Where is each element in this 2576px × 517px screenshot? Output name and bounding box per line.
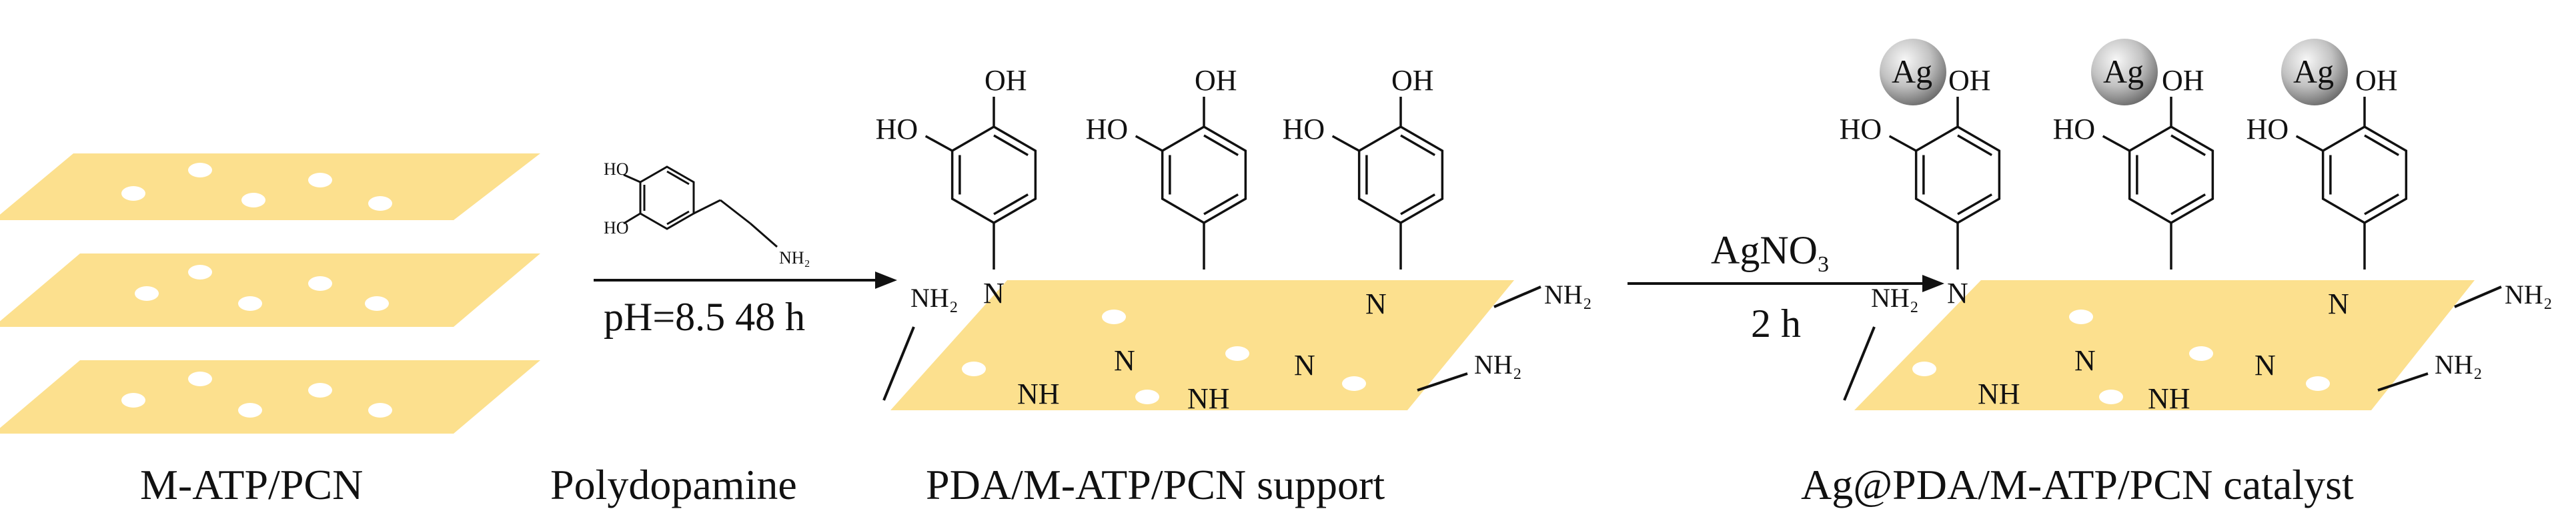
pda-catechol-ring-1 (1888, 97, 2001, 270)
nh2-group-label: NH₂ (910, 283, 958, 313)
ag-nanoparticle-1: Ag (1880, 39, 1946, 105)
dopamine-oh-top-label: HO (604, 159, 629, 179)
oh-group-label: OH (985, 64, 1027, 97)
oh-group-label: OH (1391, 64, 1434, 97)
ho-group-label: HO (2246, 113, 2289, 145)
ho-group-label: HO (1283, 113, 1325, 145)
sheet-nh-label: NH (1978, 378, 2020, 410)
sheet-nh-label: NH (1017, 378, 1060, 410)
dopamine-structure (623, 165, 778, 248)
ho-group-label: HO (876, 113, 918, 145)
ho-group-label: HO (1086, 113, 1129, 145)
pda-catechol-ring-3 (2295, 97, 2408, 270)
oh-group-label: OH (2355, 64, 2398, 97)
pda-catechol-ring-2 (1135, 97, 1247, 270)
ho-group-label: HO (1840, 113, 1882, 145)
nh2-group-label: NH₂ (1474, 350, 1522, 380)
matp-pcn-stack (0, 153, 540, 434)
amine-bonds (882, 286, 1541, 401)
ag-label: Ag (1892, 53, 1932, 90)
pda-catechol-ring-2 (2102, 97, 2214, 270)
step1-condition: pH=8.5 48 h (604, 295, 805, 339)
pda-catechol-ring-3 (1331, 97, 1444, 270)
ring-n-anchor-label: N (983, 277, 1005, 310)
pda-support: OH HO N OH HO OH HO N N NH NH NH₂ NH₂ NH₂ N (876, 64, 1592, 415)
ag-catalyst: OH HO N OH HO OH HO N N NH NH NH₂ NH₂ NH₂ N Ag Ag Ag (1840, 39, 2553, 415)
oh-group-label: OH (1195, 64, 1237, 97)
amine-bonds (1843, 286, 2502, 401)
sheet-n-label: N (2074, 344, 2096, 377)
support-sheet (890, 280, 1514, 410)
oh-group-label: OH (1948, 64, 1991, 97)
ho-group-label: HO (2053, 113, 2096, 145)
sheet-n-label: N (1294, 349, 1315, 382)
oh-group-label: OH (2162, 64, 2204, 97)
pda-catechol-ring-1 (924, 97, 1037, 270)
matp-sheet-top (0, 153, 540, 220)
ag-label: Ag (2293, 53, 2334, 90)
dopamine-oh-bottom-label: HO (604, 218, 629, 237)
caption-polydopamine: Polydopamine (550, 461, 797, 508)
step2-time: 2 h (1751, 302, 1801, 346)
catalyst-sheet (1854, 280, 2475, 410)
sheet-n-label: N (1365, 288, 1387, 320)
step2-reagent: AgNO3 (1711, 228, 1829, 277)
sheet-n-label: N (1114, 344, 1135, 377)
sheet-nh-label: NH (1187, 382, 1230, 415)
nh2-group-label: NH₂ (2505, 280, 2553, 310)
caption-catalyst: Ag@PDA/M-ATP/PCN catalyst (1801, 461, 2354, 508)
dopamine-amine-label: NH₂ (779, 248, 810, 268)
step1-arrow (594, 272, 897, 289)
nh2-group-label: NH₂ (1544, 280, 1592, 310)
ag-label: Ag (2103, 53, 2144, 90)
sheet-n-label: N (2328, 288, 2349, 320)
nh2-group-label: NH₂ (2435, 350, 2483, 380)
ring-n-anchor-label: N (1947, 277, 1968, 310)
caption-matp-pcn: M-ATP/PCN (140, 461, 363, 508)
ag-nanoparticle-3: Ag (2281, 39, 2348, 105)
matp-sheet-bottom (0, 360, 540, 434)
ag-nanoparticle-2: Ag (2091, 39, 2158, 105)
nh2-group-label: NH₂ (1871, 283, 1919, 313)
matp-sheet-middle (0, 253, 540, 327)
sheet-nh-label: NH (2148, 382, 2190, 415)
sheet-n-label: N (2255, 349, 2276, 382)
caption-support: PDA/M-ATP/PCN support (926, 461, 1385, 508)
step2-arrow (1628, 275, 1944, 292)
